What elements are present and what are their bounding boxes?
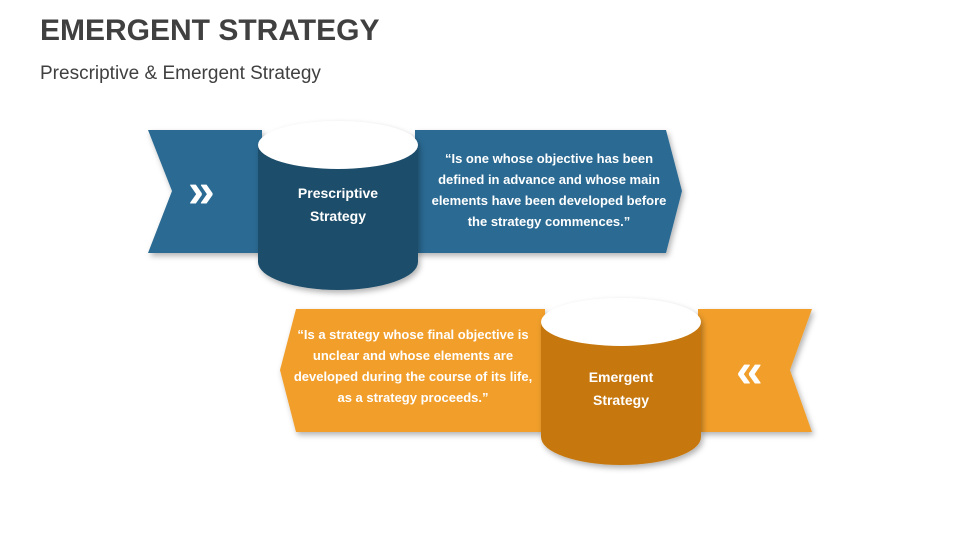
description-line: unclear and whose elements are — [312, 348, 514, 363]
prescriptive-label-line1: Prescriptive — [297, 185, 379, 201]
emergent-label-line1: Emergent — [588, 369, 654, 385]
emergent-cylinder — [541, 298, 701, 465]
description-line: “Is one whose objective has been — [444, 151, 654, 166]
description-line: as a strategy proceeds.” — [337, 390, 489, 405]
prescriptive-label-line2: Strategy — [309, 208, 367, 224]
description-line: elements have been developed before — [431, 193, 667, 208]
emergent-label: Emergent Strategy — [541, 366, 701, 412]
double-chevron-right-icon: » — [188, 165, 215, 218]
emergent-label-line2: Strategy — [592, 392, 650, 408]
page-title: EMERGENT STRATEGY — [40, 14, 380, 47]
prescriptive-ribbon — [148, 130, 682, 253]
page-subtitle: Prescriptive & Emergent Strategy — [40, 63, 321, 84]
prescriptive-description: “Is one whose objective has been defined… — [418, 148, 680, 232]
description-line: the strategy commences.” — [467, 214, 631, 229]
description-line: defined in advance and whose main — [438, 172, 660, 187]
prescriptive-cylinder — [258, 121, 418, 290]
double-chevron-left-icon: « — [736, 345, 763, 398]
description-line: developed during the course of its life, — [293, 369, 533, 384]
description-line: “Is a strategy whose final objective is — [297, 327, 529, 342]
emergent-description: “Is a strategy whose final objective is … — [282, 324, 544, 408]
emergent-ribbon — [280, 309, 812, 432]
prescriptive-label: Prescriptive Strategy — [258, 182, 418, 228]
